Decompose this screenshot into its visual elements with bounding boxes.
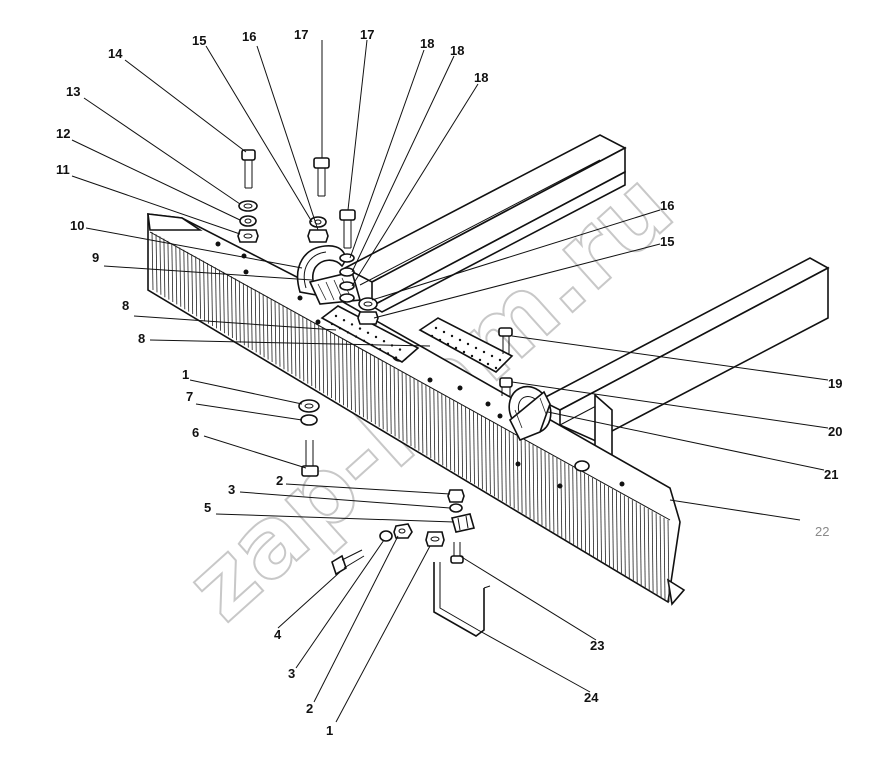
towing-hook-right [508, 385, 552, 442]
bolt-6 [301, 440, 319, 477]
washer-3-top [449, 503, 463, 513]
callout-1-top: 1 [182, 367, 189, 382]
bolt-17-b [339, 209, 356, 249]
nut-15-top [307, 229, 329, 243]
mounting-plate-left [320, 305, 420, 363]
callout-17-b: 17 [360, 27, 374, 42]
callout-24: 24 [584, 690, 599, 705]
nut-2-bottom [393, 523, 413, 539]
callout-11: 11 [56, 162, 70, 177]
callout-3-top: 3 [228, 482, 235, 497]
bolt-14 [241, 149, 256, 189]
nut-1-bottom [425, 531, 445, 547]
bolt-17-a [313, 157, 330, 197]
callout-16-right: 16 [660, 198, 674, 213]
callout-18-b: 18 [450, 43, 464, 58]
bolt-4 [331, 549, 365, 576]
callout-1-bottom: 1 [326, 723, 333, 738]
callout-23: 23 [590, 638, 604, 653]
callout-18-a: 18 [420, 36, 434, 51]
beam-hatching [151, 231, 670, 603]
nut-2-top [447, 489, 465, 503]
clamp-5 [450, 513, 476, 533]
callout-7: 7 [186, 389, 193, 404]
washer-3-bottom [379, 530, 393, 542]
nut-15-mid [357, 311, 379, 325]
callout-12: 12 [56, 126, 70, 141]
callout-19: 19 [828, 376, 842, 391]
callout-10: 10 [70, 218, 84, 233]
washer-7 [300, 414, 318, 426]
nut-11 [237, 229, 259, 243]
washer-13 [238, 200, 258, 212]
leader-lines [71, 39, 829, 723]
callout-13: 13 [66, 84, 80, 99]
callout-18-c: 18 [474, 70, 488, 85]
washer-16-top [309, 216, 327, 228]
callout-2-top: 2 [276, 473, 283, 488]
washer-1-top [298, 399, 320, 413]
washers-18-stack [339, 253, 355, 303]
callout-9: 9 [92, 250, 99, 265]
callout-3-bottom: 3 [288, 666, 295, 681]
callout-16-top: 16 [242, 29, 256, 44]
washer-16-mid [358, 297, 378, 311]
bolt-23 [450, 542, 464, 564]
callout-5: 5 [204, 500, 211, 515]
callout-17-a: 17 [294, 27, 308, 42]
u-bolt-24 [433, 562, 491, 637]
bolt-19 [498, 327, 513, 354]
callout-8-a: 8 [122, 298, 129, 313]
callout-15-right: 15 [660, 234, 674, 249]
callout-8-b: 8 [138, 331, 145, 346]
callout-14: 14 [108, 46, 123, 61]
callout-2-bottom: 2 [306, 701, 313, 716]
front-cross-beam [147, 213, 686, 606]
callout-labels: 14 15 16 17 17 18 18 18 13 12 11 10 9 8 … [56, 27, 842, 738]
callout-21: 21 [824, 467, 838, 482]
callout-20: 20 [828, 424, 842, 439]
callout-22: 22 [815, 524, 829, 539]
callout-6: 6 [192, 425, 199, 440]
upper-frame-rail [343, 134, 627, 313]
callout-15-top: 15 [192, 33, 206, 48]
mounting-plate-right [418, 317, 514, 373]
callout-4: 4 [274, 627, 282, 642]
spring-washer-12 [239, 215, 257, 227]
